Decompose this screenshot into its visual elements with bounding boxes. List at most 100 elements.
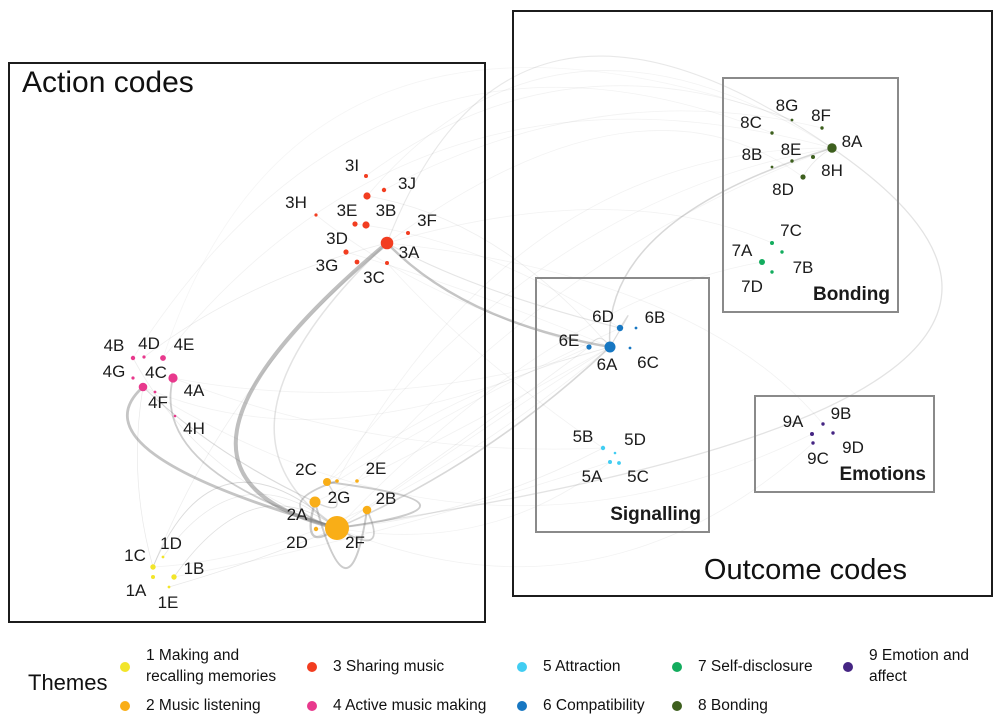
graph-edge [299,480,338,529]
node-label-3F: 3F [417,211,437,230]
graph-edge [336,147,943,529]
node-label-3J: 3J [398,174,416,193]
legend-swatch-icon [672,701,682,711]
legend-swatch-icon [517,662,527,672]
graph-edge [142,346,590,420]
legend-item-theme-6: 6 Compatibility [517,694,667,718]
emotions-box: Emotions [754,395,935,493]
graph-node-1E [167,585,171,589]
graph-edge [142,386,813,507]
graph-edge [608,147,833,348]
graph-node-3H [314,213,318,217]
graph-edge [314,346,611,503]
graph-node-8F [820,126,824,130]
node-label-4F: 4F [148,393,168,412]
graph-node-4E [160,355,166,361]
legend-item-theme-5: 5 Attraction [517,644,667,690]
graph-node-5C [617,461,621,465]
graph-node-5A [608,460,612,464]
graph-node-8G [790,118,794,122]
graph-edge [386,242,611,349]
node-label-9D: 9D [842,438,864,457]
node-label-1E: 1E [158,593,179,612]
graph-edge [168,527,338,588]
legend-item-theme-2: 2 Music listening [120,694,288,718]
graph-edge [383,110,823,191]
node-label-6D: 6D [592,307,614,326]
graph-node-8D [800,174,806,180]
legend-item-label: 6 Compatibility [543,696,645,714]
node-label-3C: 3C [363,268,385,287]
graph-node-4H [173,414,177,418]
graph-node-9A [810,432,814,436]
graph-node-2A [309,496,321,508]
graph-edge [386,55,833,244]
graph-node-8E [790,159,794,163]
graph-edge [137,386,154,568]
node-label-3A: 3A [399,243,420,262]
action-codes-box: Action codes [8,62,486,623]
emotions-box-label: Emotions [839,464,926,485]
node-label-6A: 6A [597,355,618,374]
legend-swatch-icon [120,662,130,672]
graph-edge [233,241,389,530]
outcome-codes-title: Outcome codes [703,554,907,586]
graph-node-4B [130,355,136,361]
node-label-2D: 2D [286,533,308,552]
graph-edge [336,346,611,529]
graph-edge [386,209,773,244]
graph-node-7A [759,259,765,265]
node-label-5D: 5D [624,430,646,449]
node-label-2F: 2F [345,533,365,552]
graph-node-8H [811,155,815,159]
graph-node-6A [604,341,616,353]
node-label-1B: 1B [184,559,205,578]
graph-node-2D [313,526,319,532]
legend-column: 5 Attraction 6 Compatibility [517,644,667,718]
node-label-7C: 7C [780,221,802,240]
node-label-3E: 3E [337,201,358,220]
graph-edge [314,501,368,569]
graph-node [362,221,370,229]
graph-node-3D [343,249,349,255]
graph-node-1C [150,564,156,570]
signalling-box-label: Signalling [610,504,701,525]
legend-item-theme-8: 8 Bonding [672,694,837,718]
node-label-4H: 4H [183,419,205,438]
graph-node-3C [385,261,389,265]
graph-node-2C [323,478,331,486]
legend-item-theme-9: 9 Emotion and affect [843,644,983,690]
graph-edge [169,377,338,529]
graph-edge [336,447,604,529]
node-label-8B: 8B [742,145,763,164]
graph-edge [132,357,338,529]
node-label-8C: 8C [740,113,762,132]
graph-node-3F [406,231,410,235]
node-label-2B: 2B [376,489,397,508]
node-label-1A: 1A [126,581,147,600]
graph-node-7C [770,241,774,245]
outcome-codes-box: Outcome codes [512,10,993,597]
graph-edge [125,385,338,530]
graph-edge [273,242,388,529]
legend-item-label: 4 Active music making [333,696,487,714]
bonding-box: Bonding [722,77,899,313]
graph-edge [365,85,793,177]
graph-node-2G [335,479,339,483]
node-label-7D: 7D [741,277,763,296]
node-label-8F: 8F [811,106,831,125]
node-label-4D: 4D [138,334,160,353]
graph-node-7B [780,250,784,254]
legend-item-label: 2 Music listening [146,696,261,714]
graph-edge [386,262,604,449]
graph-edge [314,481,338,509]
node-label-1D: 1D [160,534,182,553]
graph-node-8B [770,165,774,169]
legend-item-label: 9 Emotion and affect [869,647,969,685]
graph-node-2F [325,516,349,540]
node-label-8E: 8E [781,140,802,159]
graph-node-3B [363,192,371,200]
